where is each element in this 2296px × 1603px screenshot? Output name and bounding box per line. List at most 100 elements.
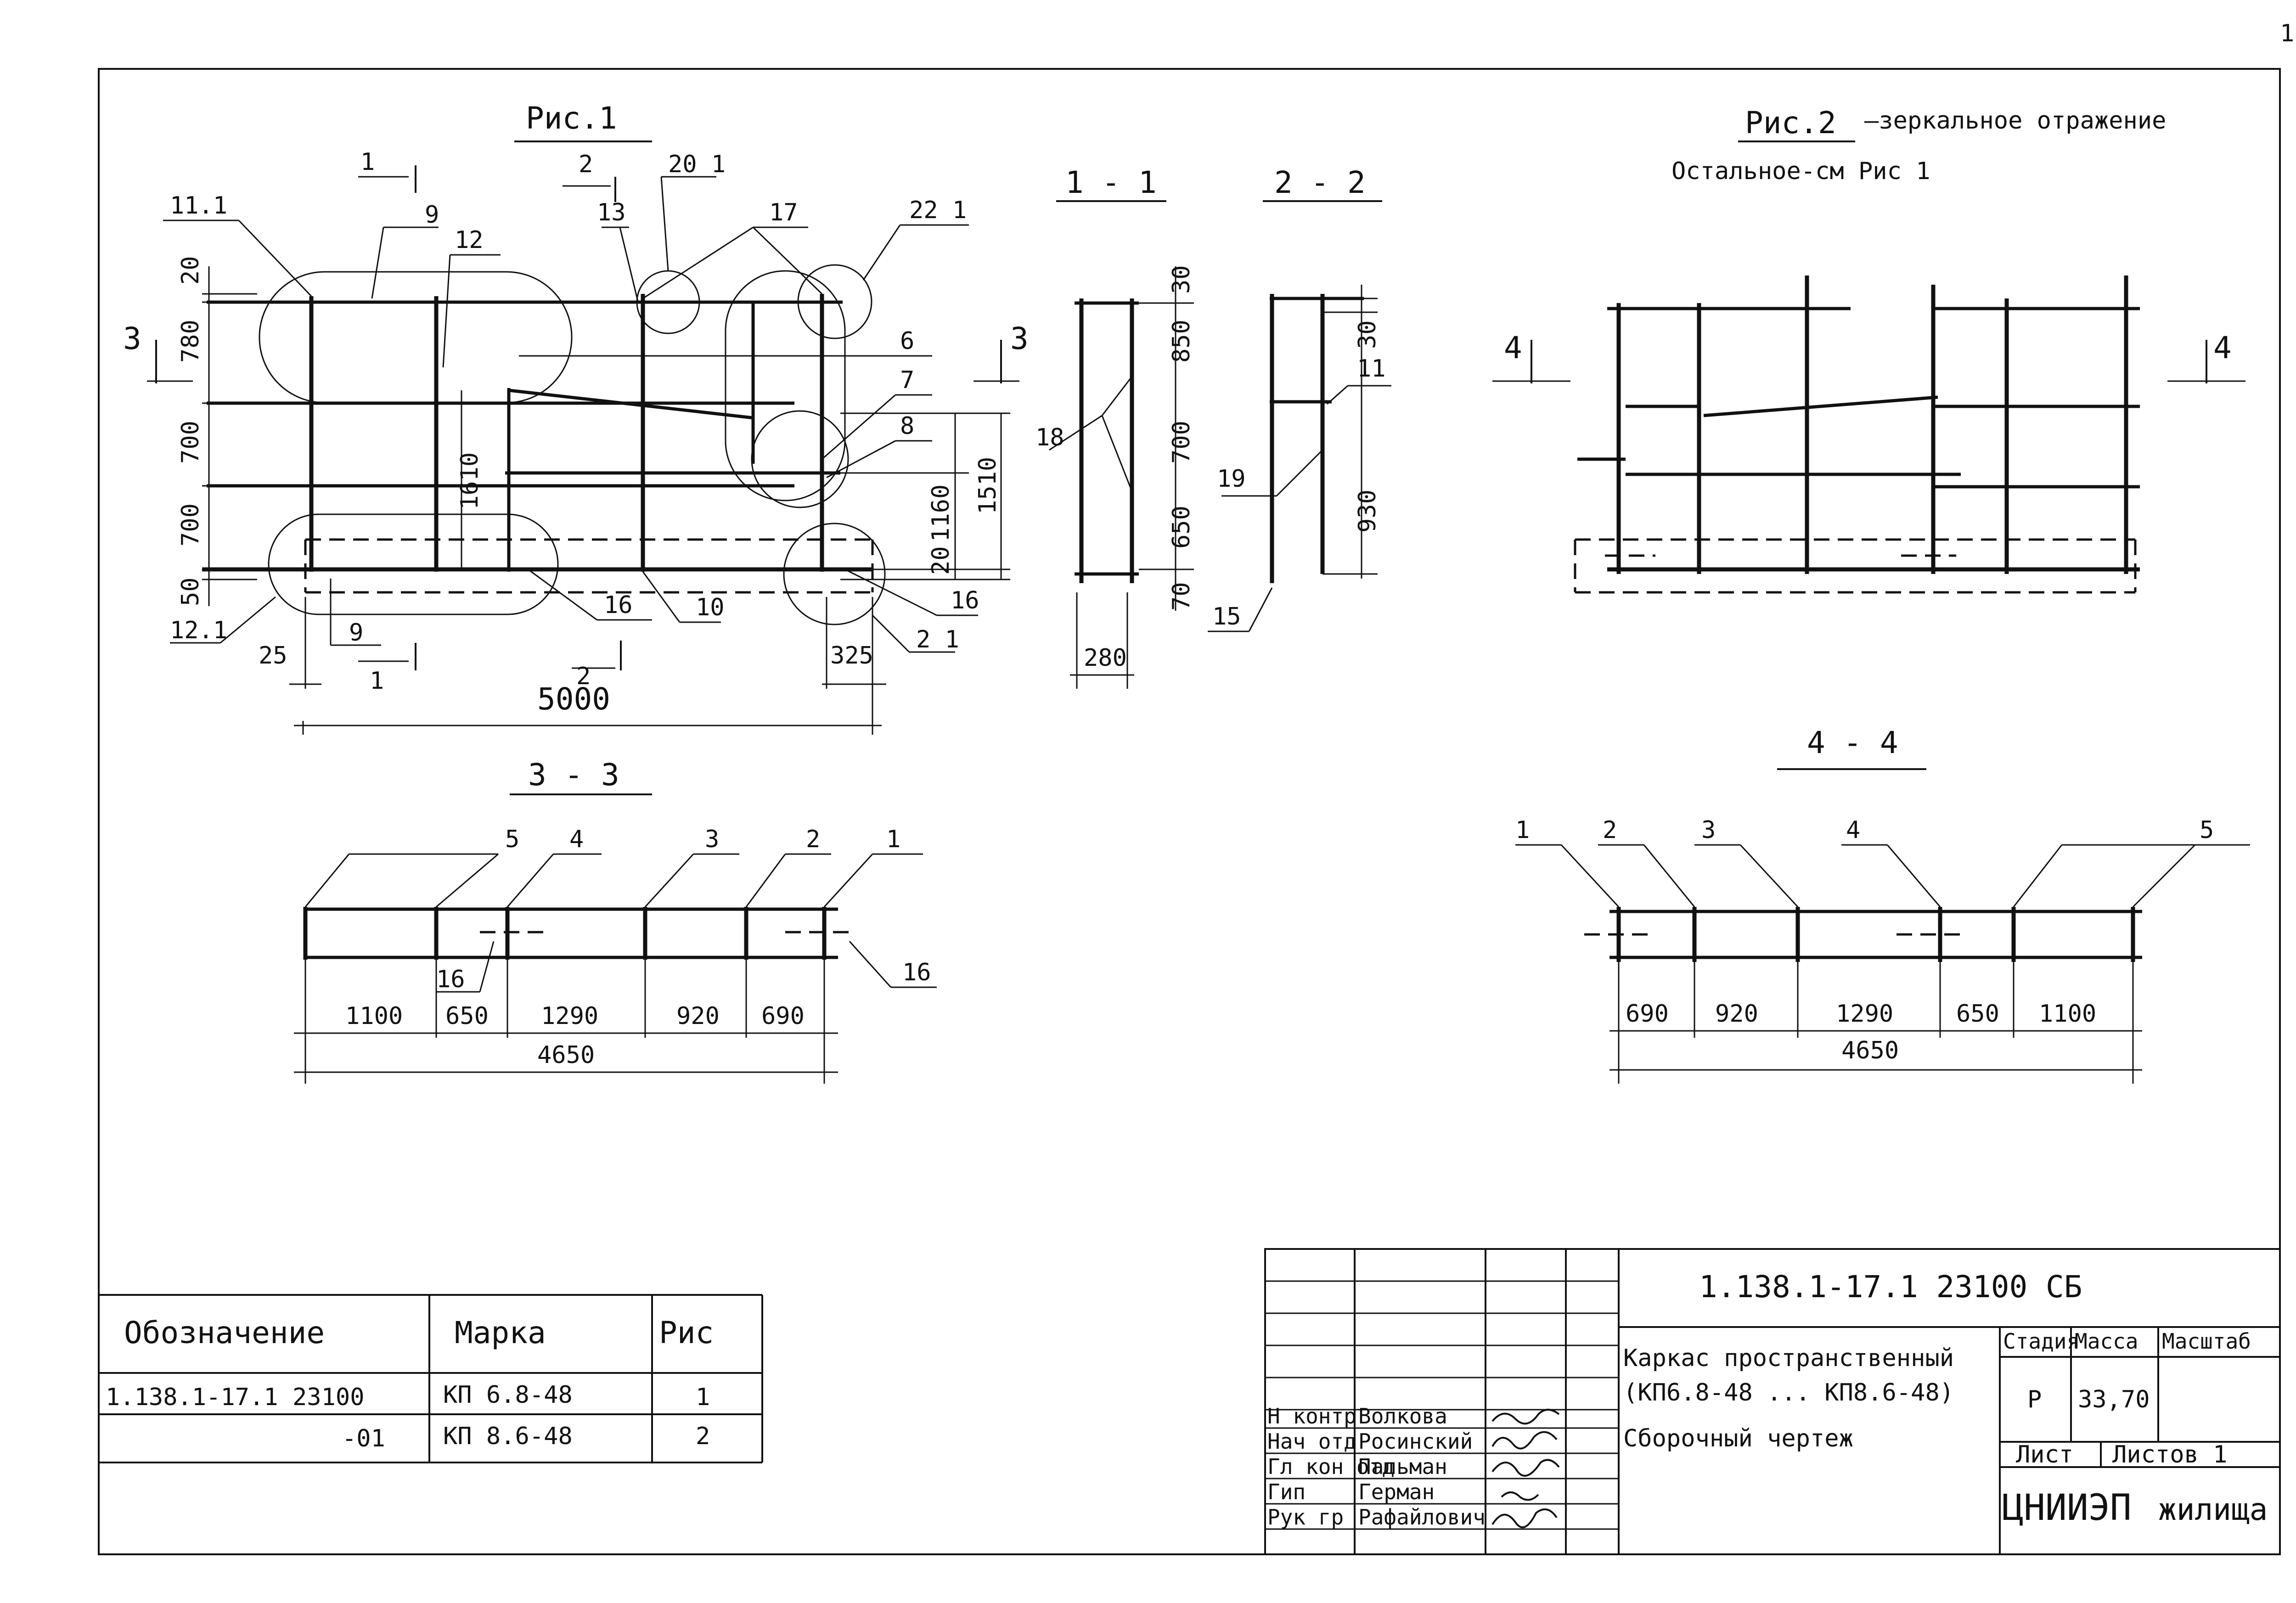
dim-1610: 1610 <box>456 452 484 510</box>
sec11-dim-70: 70 <box>1168 582 1195 611</box>
sec33-dim-total: 4650 <box>537 1041 595 1069</box>
sec33-dim-4: 920 <box>676 1002 720 1030</box>
sec22-dim-930: 930 <box>1354 489 1381 533</box>
fig1-view: Рис.1 20 <box>123 101 1029 735</box>
fig2-note-rest: Остальное-см Рис 1 <box>1671 157 1930 185</box>
callout-8: 8 <box>900 412 914 440</box>
fig1-section-mark-1-top: 1 <box>360 148 375 176</box>
sheet-frame <box>98 68 2281 1555</box>
callout-19: 19 <box>1217 465 1246 493</box>
table-row-1-designation: 1.138.1-17.1 23100 <box>106 1384 365 1411</box>
sheets-count: Листов 1 <box>2112 1441 2227 1468</box>
fig2-section-mark-4-right: 4 <box>2213 330 2232 366</box>
sec44-dim-1: 690 <box>1626 1000 1669 1028</box>
product-name-line2: (КП6.8-48 ... КП8.6-48) <box>1623 1379 1954 1406</box>
table-header-fig: Рис <box>659 1315 714 1350</box>
sec33-callout-16-b: 16 <box>902 959 931 986</box>
fig2-note-mirror: —зеркальное отражение <box>1864 107 2166 135</box>
callout-11-1: 11.1 <box>170 192 227 219</box>
sec44-dim-3: 1290 <box>1836 1000 1893 1028</box>
callout-6: 6 <box>900 327 914 355</box>
callout-9-bottom: 9 <box>349 619 363 647</box>
mass-value: 33,70 <box>2078 1386 2150 1413</box>
sec33-callout-4: 4 <box>569 826 584 853</box>
fig2-title: Рис.2 <box>1745 105 1836 141</box>
section-4-4-title: 4 - 4 <box>1807 725 1898 760</box>
sec44-callout-4: 4 <box>1846 816 1860 844</box>
table-row-1-mark: КП 6.8-48 <box>443 1381 573 1409</box>
fig1-section-mark-3-left: 3 <box>123 321 141 356</box>
sec11-dim-650: 650 <box>1168 506 1195 549</box>
sec33-dim-5: 690 <box>761 1002 805 1030</box>
sec44-callout-2: 2 <box>1603 816 1617 844</box>
fig2-section-mark-4-left: 4 <box>1504 330 1522 366</box>
role-3: Гл кон отд <box>1267 1454 1395 1479</box>
page-number: 122 <box>2280 20 2296 47</box>
table-header-designation: Обозначение <box>124 1315 325 1350</box>
sec11-dim-700: 700 <box>1168 421 1195 464</box>
fig1-section-mark-1-bottom: 1 <box>370 667 384 695</box>
fig1-section-mark-2-bottom: 2 <box>576 663 591 690</box>
dim-1510: 1510 <box>974 457 1002 514</box>
sec44-callout-5: 5 <box>2200 816 2214 844</box>
callout-7: 7 <box>900 366 914 394</box>
sec33-callout-3: 3 <box>705 826 719 853</box>
stage-value: Р <box>2027 1386 2042 1413</box>
section-2-2-title: 2 - 2 <box>1274 165 1366 200</box>
callout-12: 12 <box>455 226 484 254</box>
section-3-3: 3 - 3 5 4 3 2 1 16 16 1100 650 <box>294 757 937 1084</box>
table-header-mark: Марка <box>455 1315 546 1350</box>
org-logo-suffix: жилища <box>2158 1492 2268 1527</box>
name-2: Росинский <box>1358 1429 1473 1454</box>
callout-13: 13 <box>597 199 626 226</box>
table-row-1-fig: 1 <box>696 1384 710 1411</box>
table-row-2-mark: КП 8.6-48 <box>443 1423 573 1450</box>
name-5: Рафайлович <box>1358 1505 1486 1530</box>
doc-code: 1.138.1-17.1 23100 СБ <box>1699 1269 2082 1305</box>
dim-20-bottom: 20 <box>927 546 955 575</box>
fig1-section-mark-3-right: 3 <box>1010 321 1029 356</box>
designation-table: Обозначение Марка Рис 1.138.1-17.1 23100… <box>99 1294 763 1463</box>
dim-780: 780 <box>177 320 204 363</box>
section-3-3-title: 3 - 3 <box>528 757 619 793</box>
dim-20-top: 20 <box>177 256 204 285</box>
stage-label: Стадия <box>2003 1329 2079 1354</box>
sec44-dim-total: 4650 <box>1841 1037 1899 1064</box>
title-block: 1.138.1-17.1 23100 СБ Каркас пространств… <box>1264 1248 2281 1555</box>
signature-4 <box>1501 1491 1539 1501</box>
dim-700-upper: 700 <box>177 421 204 464</box>
callout-17: 17 <box>769 199 798 226</box>
name-3: Пальман <box>1358 1454 1447 1479</box>
callout-22-1: 22 1 <box>909 197 967 224</box>
sec44-callout-3: 3 <box>1701 816 1716 844</box>
drawing-type: Сборочный чертеж <box>1623 1425 1853 1452</box>
role-4: Гип <box>1267 1479 1306 1504</box>
sec44-dim-4: 650 <box>1956 1000 1999 1028</box>
name-4: Герман <box>1358 1479 1435 1504</box>
sec33-callout-1: 1 <box>886 826 900 853</box>
dim-700-lower: 700 <box>177 503 204 546</box>
org-logo-main: ЦНИИЭП <box>2002 1487 2132 1529</box>
callout-18: 18 <box>1035 424 1064 451</box>
sec11-dim-30: 30 <box>1168 265 1195 294</box>
dim-50: 50 <box>177 577 204 606</box>
dim-5000: 5000 <box>537 681 610 717</box>
name-1: Волкова <box>1358 1404 1447 1429</box>
section-1-1: 1 - 1 18 30 850 700 650 70 280 <box>1035 165 1195 689</box>
sec33-callout-2: 2 <box>806 826 820 853</box>
callout-20-1: 20 1 <box>668 151 726 178</box>
callout-15: 15 <box>1212 603 1241 630</box>
dim-25: 25 <box>259 642 287 669</box>
callout-12-1: 12.1 <box>170 617 227 644</box>
sec44-dim-5: 1100 <box>2039 1000 2096 1028</box>
sec11-dim-850: 850 <box>1168 320 1195 363</box>
sec33-callout-5: 5 <box>505 826 519 853</box>
signature-5 <box>1491 1508 1558 1529</box>
sec33-dim-2: 650 <box>445 1002 489 1030</box>
fig2-view: Рис.2 —зеркальное отражение Остальное-см… <box>1492 105 2245 594</box>
callout-9-top: 9 <box>425 201 439 229</box>
section-4-4: 4 - 4 1 2 3 4 5 690 920 1290 650 1100 <box>1515 725 2250 1084</box>
sec44-dim-2: 920 <box>1715 1000 1758 1028</box>
fig1-title: Рис.1 <box>526 101 617 136</box>
